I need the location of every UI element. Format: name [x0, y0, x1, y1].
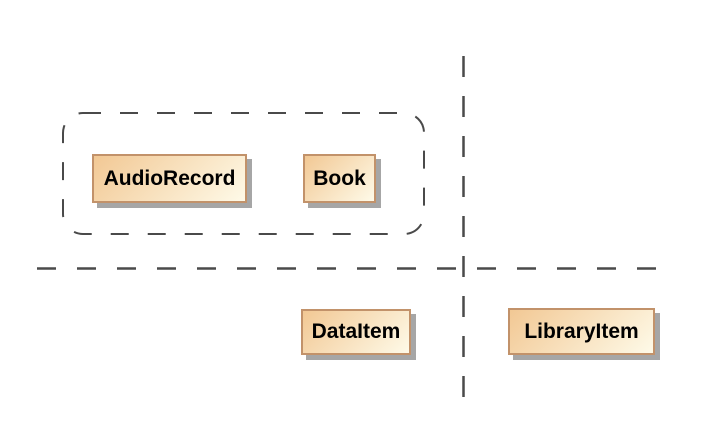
class-name-label: LibraryItem — [524, 319, 639, 343]
class-name-label: DataItem — [311, 320, 401, 343]
class-node-libraryitem[interactable]: LibraryItem — [508, 308, 655, 355]
class-name-label: Book — [313, 166, 366, 190]
class-node-dataitem[interactable]: DataItem — [301, 309, 411, 355]
group-frame-dashed-rounded-rect[interactable] — [62, 112, 425, 235]
class-node-book[interactable]: Book — [303, 154, 376, 203]
class-node-audiorecord[interactable]: AudioRecord — [92, 154, 247, 203]
class-name-label: AudioRecord — [103, 166, 236, 190]
